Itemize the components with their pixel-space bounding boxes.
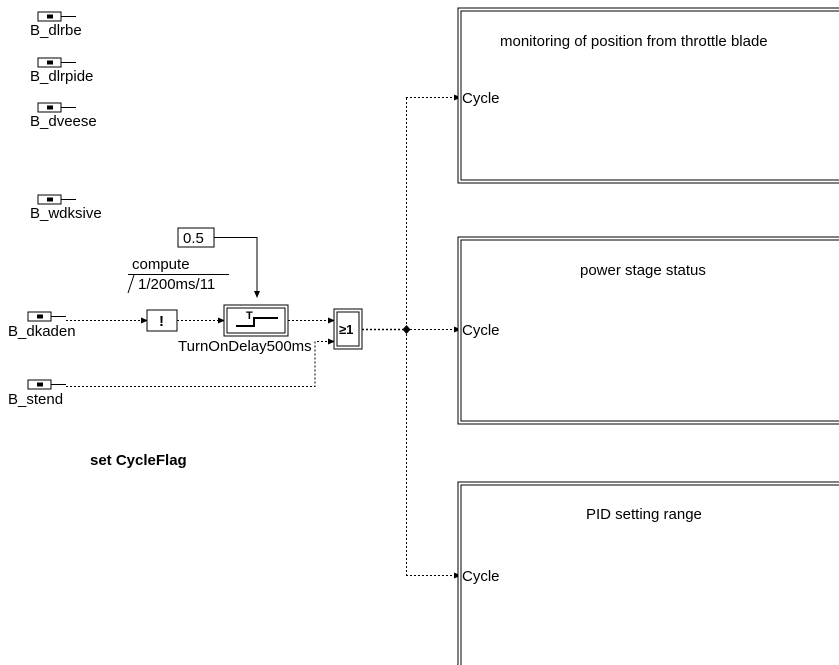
delay-symbol: T [246,310,253,322]
subsystem-3-title: PID setting range [586,506,702,523]
input-port-icon-b-stend[interactable] [27,379,66,390]
input-port-icon-b-dlrpide[interactable] [37,57,76,68]
signal-constant-to-delay [214,237,260,298]
subsystem-monitoring-throttle-blade[interactable] [457,7,839,184]
constant-value: 0.5 [183,230,204,247]
constant-block[interactable] [177,227,215,248]
step-function-icon [236,317,278,327]
compute-rate: 1/200ms/11 [138,276,216,293]
input-port-icon-b-dlrbe[interactable] [37,11,76,22]
subsystem-3-port-cycle[interactable]: Cycle [462,568,500,585]
input-port-icon-b-dveese[interactable] [37,102,76,113]
input-label-b-dkaden: B_dkaden [8,323,76,340]
input-label-b-dlrbe: B_dlrbe [30,22,82,39]
subsystem-pid-setting-range[interactable] [457,481,839,665]
not-symbol: ! [159,313,164,330]
or-symbol: ≥1 [339,322,353,337]
subsystem-power-stage-status[interactable] [457,236,839,425]
compute-label: compute [132,256,190,273]
caption-set-cycleflag: set CycleFlag [90,452,187,469]
input-port-icon-b-wdksive[interactable] [37,194,76,205]
turn-on-delay-block[interactable] [223,304,289,337]
input-label-b-wdksive: B_wdksive [30,205,102,222]
subsystem-2-title: power stage status [580,262,706,279]
input-label-b-dveese: B_dveese [30,113,97,130]
delay-block-name: TurnOnDelay500ms [178,338,312,355]
branch-point [402,325,411,334]
compute-slash [127,274,135,294]
or-block[interactable] [333,308,363,350]
input-label-b-stend: B_stend [8,391,64,408]
subsystem-1-title: monitoring of position from throttle bla… [500,33,768,50]
subsystem-2-port-cycle[interactable]: Cycle [462,322,500,339]
input-port-icon-b-dkaden[interactable] [27,311,66,322]
not-block[interactable] [146,309,178,332]
subsystem-1-port-cycle[interactable]: Cycle [462,90,500,107]
signal-stend-to-or [66,338,335,387]
input-label-b-dlrpide: B_dlrpide [30,68,94,85]
